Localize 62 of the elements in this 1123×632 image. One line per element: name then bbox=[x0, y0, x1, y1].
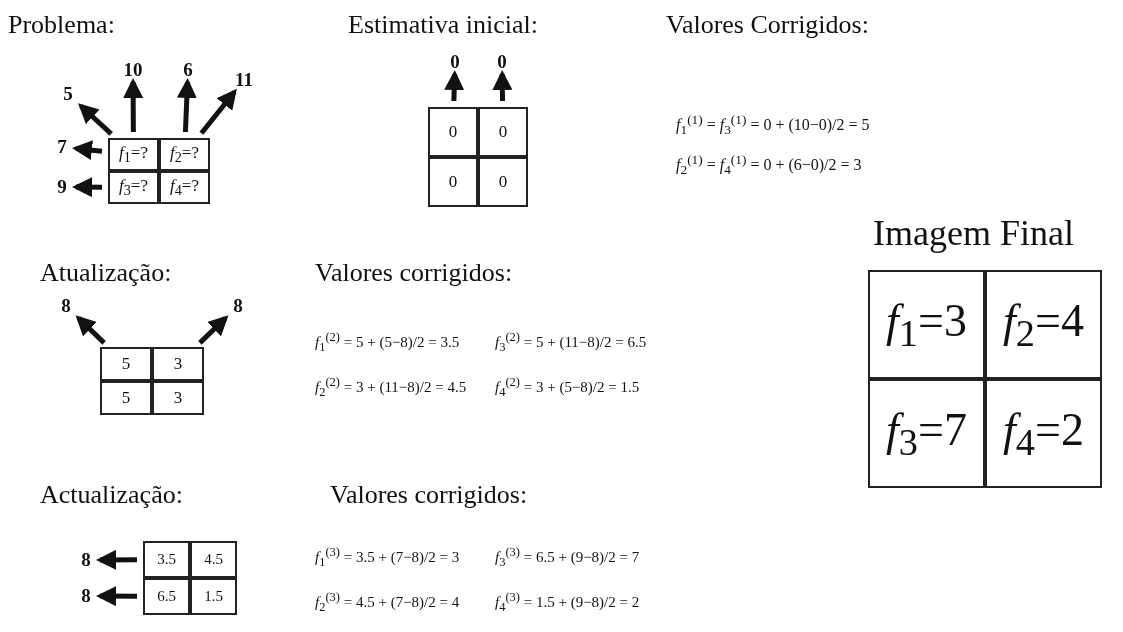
arrow bbox=[492, 70, 513, 102]
projection-value: 10 bbox=[119, 58, 147, 82]
formula: f$_{4}$$^{(2)}$ = 3 + (5−8)/2 = 1.5 bbox=[495, 375, 640, 400]
arrow bbox=[72, 177, 102, 198]
section-heading: Atualização: bbox=[40, 258, 172, 288]
grid-cell: f$_{4}$=2 bbox=[985, 379, 1102, 488]
grid-cell: 3.5 bbox=[143, 541, 190, 578]
formula: f$_{2}$$^{(1)}$ = f$_{4}$$^{(1)}$ = 0 + (6−0)/2 = 3 bbox=[676, 152, 862, 179]
formula: f$_{4}$$^{(3)}$ = 1.5 + (9−8)/2 = 2 bbox=[495, 590, 640, 615]
projection-value: 5 bbox=[54, 82, 82, 106]
grid-cell: 6.5 bbox=[143, 578, 190, 615]
grid-cell: 0 bbox=[428, 157, 478, 207]
section-heading: Valores corrigidos: bbox=[315, 258, 513, 288]
grid-cell: 0 bbox=[478, 157, 528, 207]
grid-cell: 3 bbox=[152, 347, 204, 381]
formula: f$_{1}$$^{(1)}$ = f$_{3}$$^{(1)}$ = 0 + (10−0)/2 = 5 bbox=[676, 112, 870, 139]
formula: f$_{3}$$^{(2)}$ = 5 + (11−8)/2 = 6.5 bbox=[495, 330, 647, 355]
grid-cell: 0 bbox=[428, 107, 478, 157]
arrow bbox=[444, 70, 465, 102]
formula: f$_{1}$$^{(3)}$ = 3.5 + (7−8)/2 = 3 bbox=[315, 545, 460, 570]
grid-cell: 5 bbox=[100, 381, 152, 415]
grid-cell: f$_{4}$=? bbox=[159, 171, 210, 204]
projection-value: 8 bbox=[224, 294, 252, 318]
grid-cell: 4.5 bbox=[190, 541, 237, 578]
projection-value: 0 bbox=[441, 50, 469, 74]
projection-value: 8 bbox=[72, 584, 100, 608]
grid-cell: 5 bbox=[100, 347, 152, 381]
arrow bbox=[123, 78, 144, 132]
projection-value: 8 bbox=[72, 548, 100, 572]
projection-value: 8 bbox=[52, 294, 80, 318]
arrow bbox=[96, 586, 137, 607]
grid-cell: f$_{1}$=3 bbox=[868, 270, 985, 379]
formula: f$_{2}$$^{(2)}$ = 3 + (11−8)/2 = 4.5 bbox=[315, 375, 467, 400]
section-heading: Actualização: bbox=[40, 480, 183, 510]
grid-cell: f$_{2}$=? bbox=[159, 138, 210, 171]
grid-cell: f$_{3}$=? bbox=[108, 171, 159, 204]
projection-value: 9 bbox=[48, 175, 76, 199]
arrow bbox=[72, 140, 103, 161]
section-heading: Problema: bbox=[8, 10, 115, 40]
arrow bbox=[199, 88, 237, 135]
arrow bbox=[176, 78, 197, 133]
section-heading: Valores Corrigidos: bbox=[666, 10, 869, 40]
formula: f$_{3}$$^{(3)}$ = 6.5 + (9−8)/2 = 7 bbox=[495, 545, 640, 570]
arrow bbox=[96, 549, 137, 570]
arrow bbox=[78, 103, 113, 136]
grid-cell: 0 bbox=[478, 107, 528, 157]
grid-cell: f$_{1}$=? bbox=[108, 138, 159, 171]
grid-cell: f$_{2}$=4 bbox=[985, 270, 1102, 379]
arrow bbox=[198, 315, 229, 345]
formula: f$_{1}$$^{(2)}$ = 5 + (5−8)/2 = 3.5 bbox=[315, 330, 460, 355]
projection-value: 6 bbox=[174, 58, 202, 82]
projection-value: 11 bbox=[230, 68, 258, 92]
section-heading: Estimativa inicial: bbox=[348, 10, 538, 40]
arrow bbox=[75, 315, 106, 345]
formula: f$_{2}$$^{(3)}$ = 4.5 + (7−8)/2 = 4 bbox=[315, 590, 460, 615]
grid-cell: 1.5 bbox=[190, 578, 237, 615]
projection-value: 0 bbox=[488, 50, 516, 74]
projection-value: 7 bbox=[48, 135, 76, 159]
section-heading: Valores corrigidos: bbox=[330, 480, 528, 510]
grid-cell: 3 bbox=[152, 381, 204, 415]
section-heading: Imagem Final bbox=[873, 212, 1074, 254]
grid-cell: f$_{3}$=7 bbox=[868, 379, 985, 488]
